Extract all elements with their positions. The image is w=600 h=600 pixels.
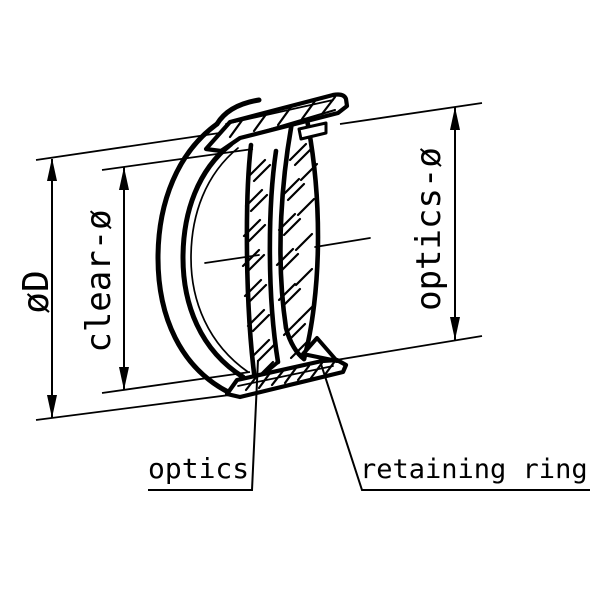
- clear-arrow-top: [119, 167, 129, 190]
- lens-front-edge: [244, 142, 258, 384]
- glass-hatching: [241, 142, 319, 380]
- dimension-outer-diameter: øD: [16, 158, 57, 418]
- ext-line-clear-top: [101, 148, 254, 171]
- retaining-ring-label: retaining ring: [360, 454, 588, 485]
- optics-label: optics: [148, 452, 249, 485]
- optics-arrow-bottom: [450, 317, 460, 340]
- dimension-optics-diameter: optics-ø: [409, 107, 460, 340]
- retaining-ring-top-outline: [203, 92, 350, 154]
- optics-diameter-label: optics-ø: [409, 147, 449, 311]
- lens-section-left-edge: [278, 114, 307, 362]
- ext-line-clear-bottom: [101, 371, 251, 394]
- optics-arrow-top: [450, 107, 460, 130]
- retaining-ring-leader-line: [320, 363, 590, 491]
- optics-leader-line: [148, 359, 259, 491]
- cell-top-lip-outer: [214, 97, 262, 127]
- oD-arrow-bottom: [47, 395, 57, 418]
- cell-inner-edge-line: [190, 147, 249, 373]
- retaining-ring-top-step: [297, 121, 328, 141]
- cell-outer-arc: [155, 121, 233, 396]
- ext-line-optics-bottom: [335, 335, 483, 361]
- callout-optics: optics: [148, 359, 259, 491]
- retaining-ring-bottom-wedge: [301, 336, 339, 363]
- retaining-ring-top: [203, 92, 350, 154]
- ext-line-optics-top: [339, 102, 483, 125]
- lens-glass: [241, 107, 321, 384]
- clear-aperture-label: clear-ø: [79, 209, 119, 352]
- dimension-clear-aperture: clear-ø: [79, 167, 129, 390]
- callout-retaining-ring: retaining ring: [320, 363, 590, 491]
- cell-inner-arc: [180, 141, 246, 380]
- oD-arrow-top: [47, 158, 57, 181]
- clear-arrow-bottom: [119, 367, 129, 390]
- lens-front-inner-edge: [267, 148, 281, 365]
- optical-axis-centerline: [204, 237, 371, 264]
- retaining-ring-bottom-outline: [224, 357, 349, 400]
- oD-label: øD: [16, 270, 57, 313]
